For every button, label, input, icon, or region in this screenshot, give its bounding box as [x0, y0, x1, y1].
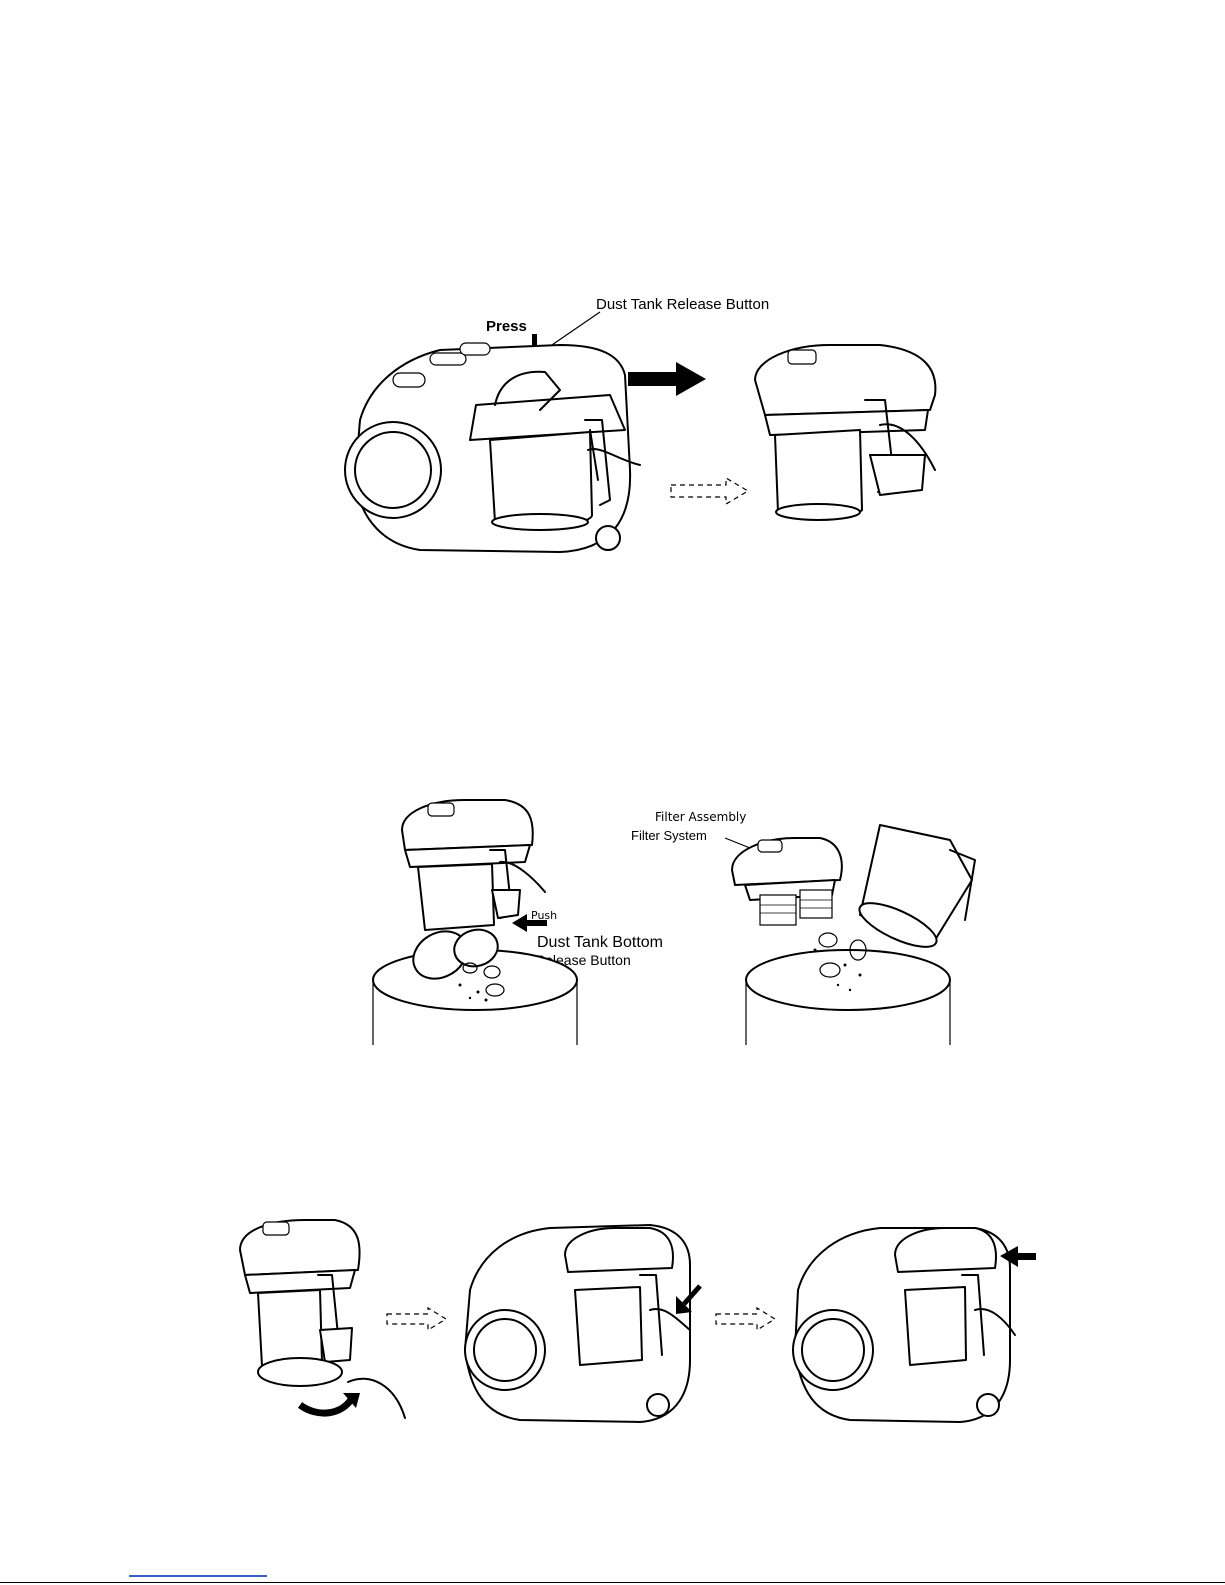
- reattach-illustration: [0, 0, 1225, 1440]
- figure-reattach-dust-tank: [0, 0, 1225, 1440]
- footnote-rule: [129, 1575, 267, 1577]
- dashed-arrow-right-icon: [387, 1308, 446, 1330]
- curved-arrow-icon: [300, 1393, 360, 1413]
- page-bottom-rule: [0, 1582, 1225, 1583]
- dashed-arrow-right-icon: [716, 1308, 775, 1330]
